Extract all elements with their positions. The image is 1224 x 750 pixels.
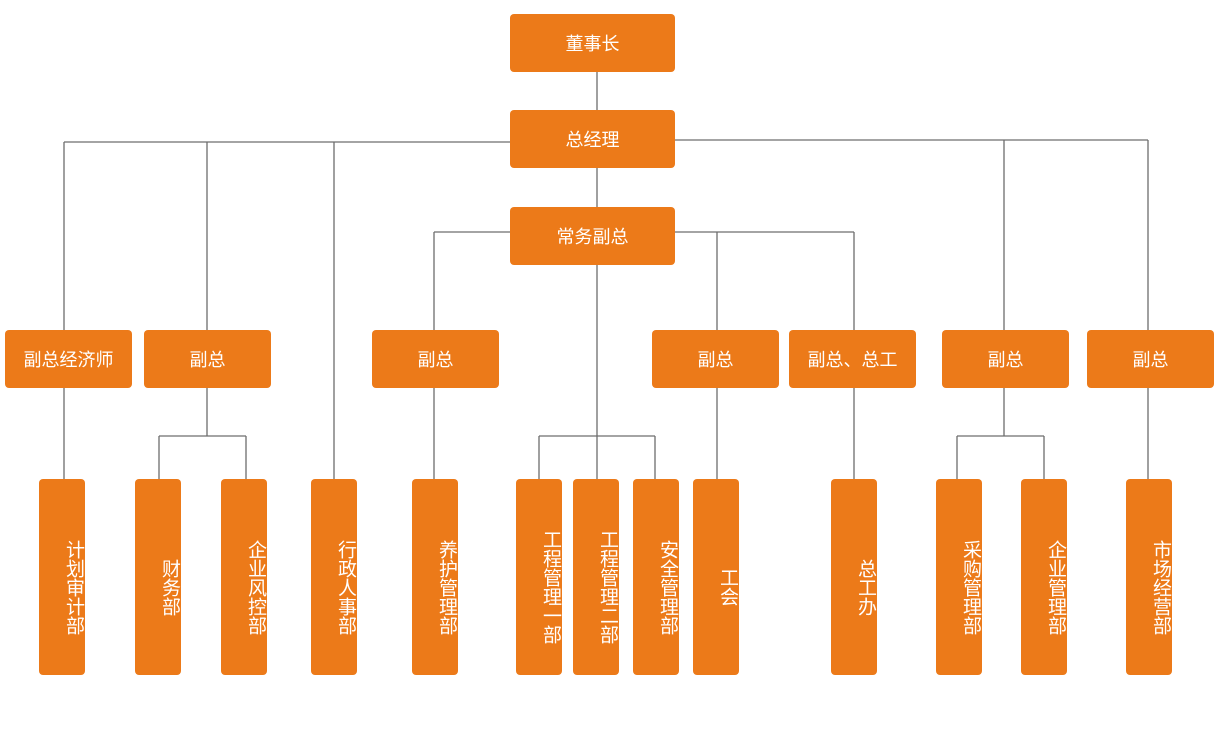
node-label: 副总 (417, 350, 454, 371)
node-general-manager[interactable]: 总经理 (510, 110, 675, 168)
node-deputy-economist[interactable]: 副总经济师 (5, 330, 132, 388)
dept-label: 工程管理一部 (540, 530, 562, 644)
dept-label: 市场经营部 (1150, 539, 1172, 635)
node-vp-maintenance[interactable]: 副总 (372, 330, 499, 388)
dept-label: 工会 (717, 568, 739, 606)
node-executive-vp[interactable]: 常务副总 (510, 207, 675, 265)
node-vp-procurement[interactable]: 副总 (942, 330, 1069, 388)
node-label: 常务副总 (556, 227, 629, 248)
node-vp-market[interactable]: 副总 (1087, 330, 1214, 388)
dept-safety[interactable]: 安全管理部 (633, 479, 679, 675)
dept-admin-hr[interactable]: 行政人事部 (311, 479, 357, 675)
node-label: 副总、总工 (807, 350, 898, 371)
dept-label: 财务部 (159, 558, 181, 616)
dept-plan-audit[interactable]: 计划审计部 (39, 479, 85, 675)
dept-label: 总工办 (855, 558, 877, 616)
node-label: 董事长 (565, 34, 620, 55)
dept-union[interactable]: 工会 (693, 479, 739, 675)
node-label: 副总 (697, 350, 734, 371)
node-label: 副总 (1132, 350, 1169, 371)
dept-engineering-2[interactable]: 工程管理二部 (573, 479, 619, 675)
dept-label: 安全管理部 (657, 539, 679, 635)
dept-engineering-1[interactable]: 工程管理一部 (516, 479, 562, 675)
dept-label: 工程管理二部 (597, 530, 619, 644)
dept-enterprise-management[interactable]: 企业管理部 (1021, 479, 1067, 675)
dept-label: 计划审计部 (63, 539, 85, 635)
dept-label: 养护管理部 (436, 539, 458, 635)
node-label: 副总经济师 (23, 350, 114, 371)
dept-label: 企业管理部 (1045, 539, 1067, 635)
node-label: 副总 (987, 350, 1024, 371)
dept-chief-engineer-office[interactable]: 总工办 (831, 479, 877, 675)
dept-risk-control[interactable]: 企业风控部 (221, 479, 267, 675)
dept-label: 采购管理部 (960, 539, 982, 635)
dept-label: 企业风控部 (245, 539, 267, 635)
node-vp-union[interactable]: 副总 (652, 330, 779, 388)
dept-procurement[interactable]: 采购管理部 (936, 479, 982, 675)
node-chairman[interactable]: 董事长 (510, 14, 675, 72)
dept-maintenance[interactable]: 养护管理部 (412, 479, 458, 675)
node-vp-chief-engineer[interactable]: 副总、总工 (789, 330, 916, 388)
node-label: 副总 (189, 350, 226, 371)
node-vp-finance[interactable]: 副总 (144, 330, 271, 388)
dept-finance[interactable]: 财务部 (135, 479, 181, 675)
dept-market-operations[interactable]: 市场经营部 (1126, 479, 1172, 675)
node-label: 总经理 (565, 130, 620, 151)
dept-label: 行政人事部 (335, 539, 357, 635)
